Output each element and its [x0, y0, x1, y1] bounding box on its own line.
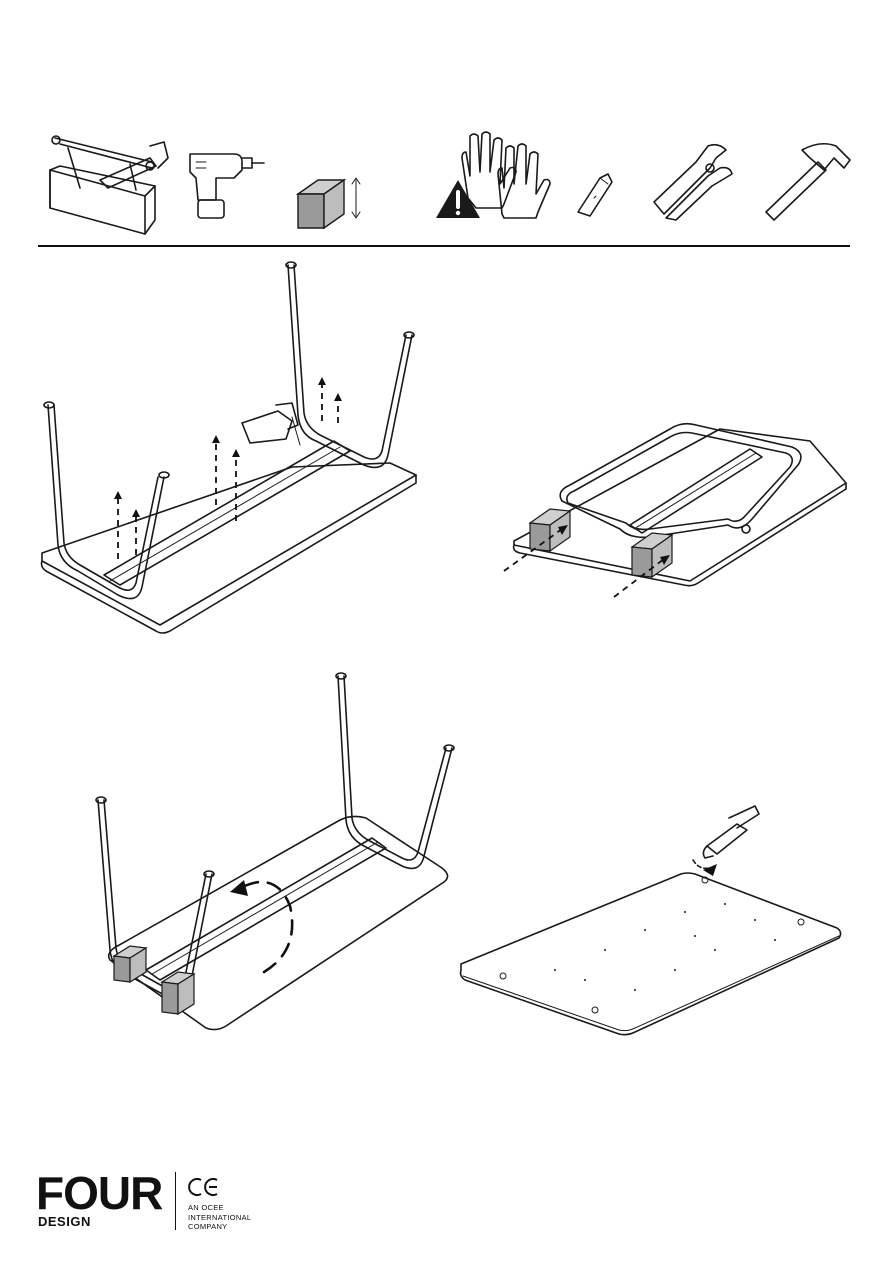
ocee-logo-icon — [187, 1176, 223, 1198]
step-remove-legs — [30, 255, 450, 655]
toolbox-icon — [40, 128, 170, 238]
brand-logo: FOUR — [36, 1170, 162, 1216]
gloves-warning-icon — [432, 128, 552, 223]
brand-line-1: AN OCEE — [188, 1203, 251, 1213]
block-height-icon — [296, 172, 376, 232]
step-remove-caps — [455, 800, 855, 1050]
header-divider — [38, 245, 850, 247]
brand-line-2: INTERNATIONAL — [188, 1213, 251, 1223]
hammer-icon — [762, 140, 857, 225]
brand-line-3: COMPANY — [188, 1222, 251, 1232]
logo-divider — [175, 1172, 176, 1230]
step-rotate-frame — [90, 670, 470, 1040]
utility-knife-icon — [574, 170, 624, 220]
brand-logo-sub: DESIGN — [38, 1214, 91, 1229]
parent-company-text: AN OCEE INTERNATIONAL COMPANY — [188, 1203, 251, 1232]
pliers-icon — [650, 140, 740, 225]
step-insert-blocks — [500, 405, 860, 615]
power-drill-icon — [186, 148, 266, 228]
